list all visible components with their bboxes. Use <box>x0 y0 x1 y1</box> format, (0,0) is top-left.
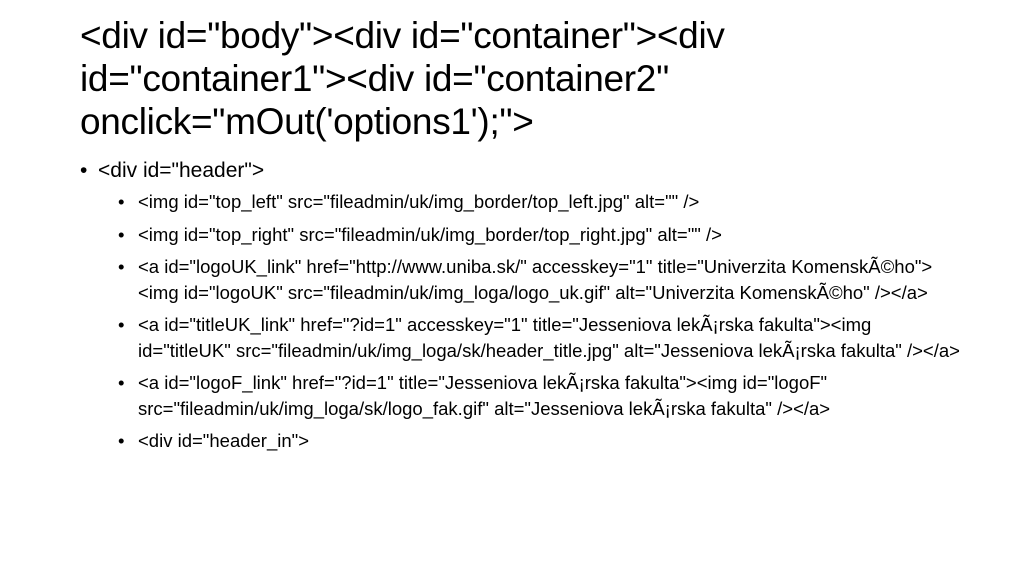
sub-list-item-text: <a id="titleUK_link" href="?id=1" access… <box>138 314 960 361</box>
sub-list-item: • <div id="header_in"> <box>118 428 960 454</box>
bullet-icon: • <box>118 314 125 335</box>
bullet-icon: • <box>118 256 125 277</box>
list-item-text: <div id="header"> <box>98 159 265 182</box>
sub-list-item-text: <a id="logoF_link" href="?id=1" title="J… <box>138 372 831 419</box>
bullet-list: • <div id="header"> • <img id="top_left"… <box>80 156 960 461</box>
sub-list-item-text: <img id="top_left" src="fileadmin/uk/img… <box>138 191 700 212</box>
sub-list-item: • <img id="top_left" src="fileadmin/uk/i… <box>118 189 960 215</box>
sub-list-item: • <a id="logoF_link" href="?id=1" title=… <box>118 370 960 421</box>
sub-list-item: • <a id="logoUK_link" href="http://www.u… <box>118 254 960 305</box>
bullet-icon: • <box>80 159 88 182</box>
slide-title: <div id="body"><div id="container"><div … <box>80 15 725 142</box>
sub-list-item: • <img id="top_right" src="fileadmin/uk/… <box>118 222 960 248</box>
bullet-icon: • <box>118 372 125 393</box>
sub-list-item-text: <div id="header_in"> <box>138 430 310 451</box>
bullet-icon: • <box>118 223 125 245</box>
list-item: • <div id="header"> • <img id="top_left"… <box>80 156 960 454</box>
sub-list-item-text: <img id="top_right" src="fileadmin/uk/im… <box>138 223 722 245</box>
bullet-icon: • <box>118 191 125 212</box>
sub-list-item: • <a id="titleUK_link" href="?id=1" acce… <box>118 312 960 363</box>
bullet-icon: • <box>118 430 125 451</box>
sub-list-item-text: <a id="logoUK_link" href="http://www.uni… <box>138 256 933 303</box>
sub-list: • <img id="top_left" src="fileadmin/uk/i… <box>98 189 960 454</box>
